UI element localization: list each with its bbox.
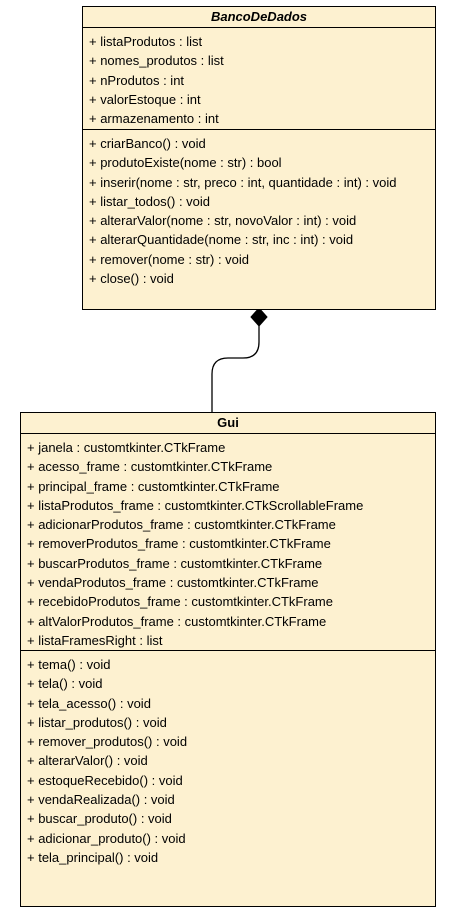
methods-compartment-bancodedados: + criarBanco() : void + produtoExiste(nom…: [83, 130, 435, 310]
attribute-item: + adicionarProdutos_frame : customtkinte…: [27, 517, 336, 533]
attributes-compartment-bancodedados: + listaProdutos : list + nomes_produtos :…: [83, 28, 435, 130]
method-item: + remover_produtos() : void: [27, 734, 188, 750]
composition-diamond: [250, 307, 268, 327]
method-item: + inserir(nome : str, preco : int, quant…: [89, 174, 397, 190]
method-item: + alterarValor() : void: [27, 753, 148, 769]
attribute-item: + recebidoProdutos_frame : customtkinter…: [27, 594, 333, 610]
attribute-item: + altValorProdutos_frame : customtkinter…: [27, 613, 327, 629]
class-bancodedados[interactable]: BancoDeDados + listaProdutos : list + nom…: [82, 6, 436, 310]
class-name-gui: Gui: [21, 413, 435, 434]
method-item: + estoqueRecebido() : void: [27, 772, 183, 788]
attribute-item: + nProdutos : int: [89, 72, 185, 88]
attribute-item: + buscarProdutos_frame : customtkinter.C…: [27, 555, 323, 571]
method-item: + listar_produtos() : void: [27, 714, 167, 730]
class-gui[interactable]: Gui + janela : customtkinter.CTkFrame + a…: [20, 412, 436, 907]
attributes-compartment-gui: + janela : customtkinter.CTkFrame + acess…: [21, 434, 435, 651]
methods-compartment-gui: + tema() : void + tela() : void + tela_ace…: [21, 651, 435, 907]
method-item: + buscar_produto() : void: [27, 811, 172, 827]
attribute-item: + acesso_frame : customtkinter.CTkFrame: [27, 459, 273, 475]
method-item: + produtoExiste(nome : str) : bool: [89, 155, 282, 171]
composition-line: [211, 326, 260, 412]
method-item: + tela() : void: [27, 676, 103, 692]
method-item: + alterarValor(nome : str, novoValor : i…: [89, 213, 357, 229]
method-item: + criarBanco() : void: [89, 136, 206, 151]
attribute-item: + listaProdutos : list: [89, 34, 203, 49]
method-item: + alterarQuantidade(nome : str, inc : in…: [89, 232, 354, 248]
attribute-item: + listaFramesRight : list: [27, 632, 163, 648]
method-item: + tela_principal() : void: [27, 849, 159, 865]
class-name-bancodedados: BancoDeDados: [83, 7, 435, 28]
attribute-item: + valorEstoque : int: [89, 91, 201, 107]
attribute-item: + removerProdutos_frame : customtkinter.…: [27, 536, 331, 552]
attribute-item: + armazenamento : int: [89, 111, 219, 127]
method-item: + adicionar_produto() : void: [27, 830, 186, 846]
attribute-item: + nomes_produtos : list: [89, 53, 224, 69]
method-item: + listar_todos() : void: [89, 193, 211, 209]
attribute-item: + listaProdutos_frame : customtkinter.CT…: [27, 497, 364, 513]
method-item: + tema() : void: [27, 657, 111, 672]
attribute-item: + vendaProdutos_frame : customtkinter.CT…: [27, 575, 319, 591]
method-item: + close() : void: [89, 271, 174, 287]
method-item: + remover(nome : str) : void: [89, 251, 250, 267]
attribute-item: + janela : customtkinter.CTkFrame: [27, 440, 226, 455]
method-item: + tela_acesso() : void: [27, 695, 151, 711]
attribute-item: + principal_frame : customtkinter.CTkFra…: [27, 478, 280, 494]
method-item: + vendaRealizada() : void: [27, 792, 175, 808]
